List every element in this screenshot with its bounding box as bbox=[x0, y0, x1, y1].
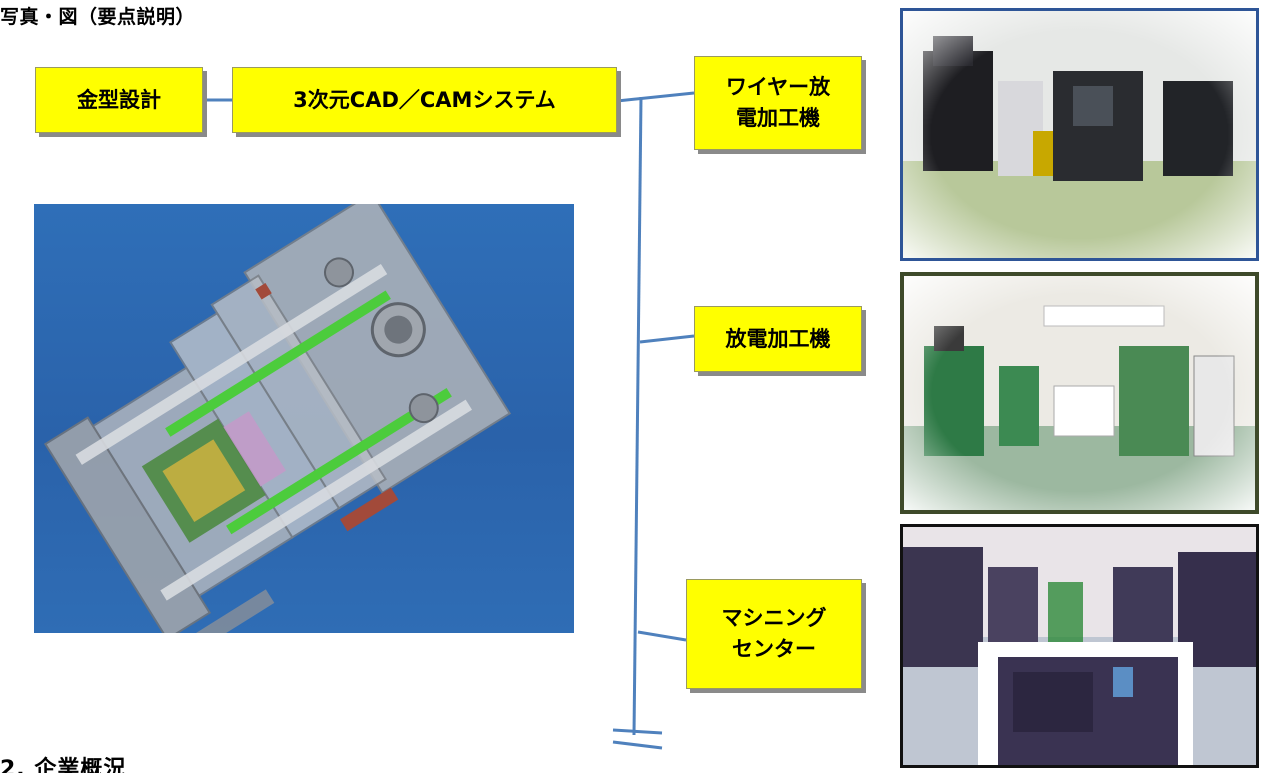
edm-photo bbox=[900, 272, 1259, 514]
connector-cad-wire bbox=[616, 91, 695, 103]
wire-edm-box: ワイヤー放 電加工機 bbox=[694, 56, 862, 150]
cad-model-image bbox=[34, 204, 574, 633]
cad-cam-label: 3次元CAD／CAMシステム bbox=[293, 87, 556, 112]
section-heading: 2. 企業概況 bbox=[0, 757, 127, 773]
cad-cam-box: 3次元CAD／CAMシステム bbox=[232, 67, 617, 133]
machining-photo bbox=[900, 524, 1259, 768]
edm-label: 放電加工機 bbox=[725, 326, 831, 351]
machining-label-line2: センター bbox=[732, 637, 816, 661]
connector-end-2 bbox=[612, 740, 663, 750]
mold-design-label: 金型設計 bbox=[77, 87, 161, 112]
connector-trunk bbox=[632, 96, 643, 736]
connector-machining bbox=[637, 630, 687, 642]
machining-label-line1: マシニング bbox=[721, 606, 827, 630]
connector-edm bbox=[639, 334, 695, 344]
wire-edm-label-line1: ワイヤー放 bbox=[725, 75, 831, 99]
wire-edm-label-line2: 電加工機 bbox=[736, 106, 820, 130]
mold-design-box: 金型設計 bbox=[35, 67, 203, 133]
machining-center-box: マシニング センター bbox=[686, 579, 862, 689]
connector-end-1 bbox=[612, 728, 663, 735]
wire-edm-photo bbox=[900, 8, 1259, 261]
page-heading: 写真・図（要点説明） bbox=[0, 6, 196, 28]
edm-box: 放電加工機 bbox=[694, 306, 862, 372]
